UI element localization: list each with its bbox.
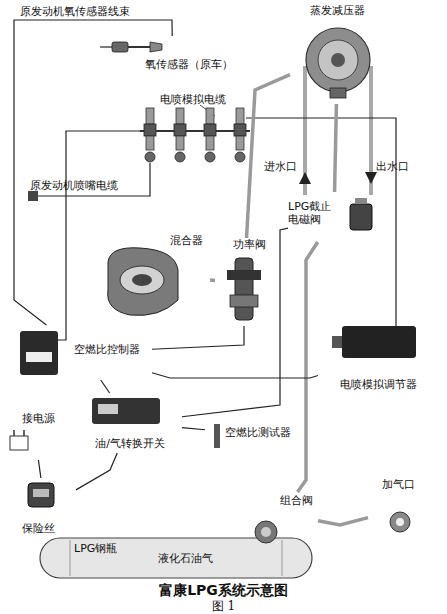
component-node: 混合器 xyxy=(98,232,210,322)
component-label: 氧传感器（原车） xyxy=(145,58,240,71)
switch-box xyxy=(92,398,160,424)
component-label: 空燃比控制器 xyxy=(74,343,152,356)
gas-pipe xyxy=(318,518,368,525)
component-node: 加气口 xyxy=(368,478,434,540)
component-label: 电喷模拟调节器 xyxy=(318,378,438,391)
gas-pipe xyxy=(298,242,318,492)
solenoid-cap xyxy=(355,198,367,204)
component-node: 油/气转换开关 xyxy=(78,393,182,453)
part-label: 电喷模拟电缆 xyxy=(160,93,250,106)
component-label: 功率阀 xyxy=(233,238,273,251)
tank-band xyxy=(70,540,282,576)
valve-body xyxy=(235,258,253,320)
gas-pipe xyxy=(210,278,215,282)
signal-wire xyxy=(76,453,117,490)
sensor-body xyxy=(112,42,128,52)
signal-wire xyxy=(182,228,288,417)
regulator-fitting xyxy=(330,88,346,98)
valve-symbol xyxy=(255,521,277,543)
component-node: 蒸发减压器 xyxy=(290,4,385,104)
gas-pipe xyxy=(247,75,290,238)
connector-layer xyxy=(14,20,368,525)
controller-box xyxy=(20,331,58,375)
mixer-body xyxy=(108,248,178,316)
component-label: 组合阀 xyxy=(280,494,318,507)
part-label: 原发动机氧传感器线束 xyxy=(20,5,150,18)
component-node: 氧传感器（原车） xyxy=(105,36,240,78)
fuse-window xyxy=(33,489,49,497)
part-label: 出水口 xyxy=(376,160,414,173)
mixer-throat xyxy=(120,266,164,294)
sensor-tip xyxy=(150,42,162,52)
injector-symbol xyxy=(204,108,216,162)
part-label: 原发动机喷嘴电缆 xyxy=(30,179,140,192)
part-label: 进水口 xyxy=(264,160,302,173)
component-node: 电喷模拟调节器 xyxy=(318,318,438,396)
component-node: LPG截止电磁阀 xyxy=(288,192,380,242)
component-node: 功率阀 xyxy=(215,238,273,326)
mixer-core xyxy=(132,274,152,286)
probe-symbol xyxy=(214,424,220,448)
signal-wire xyxy=(152,373,318,378)
controller-display xyxy=(26,352,52,362)
emulator-tab xyxy=(332,336,342,348)
component-label: 接电源 xyxy=(22,412,66,425)
component-label: LPG截止电磁阀 xyxy=(288,200,338,226)
sensor-stem xyxy=(128,46,150,48)
component-label: 油/气转换开关 xyxy=(78,437,182,450)
injector-symbol xyxy=(144,108,156,162)
injector-rail xyxy=(140,130,250,132)
signal-wire xyxy=(101,380,110,393)
component-label: 保险丝 xyxy=(22,522,72,535)
valve-flange xyxy=(230,295,258,307)
signal-wire xyxy=(182,428,205,430)
component-node: 空燃比控制器 xyxy=(12,325,152,380)
flow-arrow xyxy=(299,172,311,184)
valve-flange xyxy=(227,270,261,280)
regulator-body xyxy=(306,28,370,92)
component-node: 接电源 xyxy=(4,410,66,460)
emulator-box xyxy=(342,326,416,358)
component-label: 空燃比测试器 xyxy=(225,426,300,439)
injector-symbol xyxy=(174,108,186,162)
figure-caption: 图 1 xyxy=(0,598,447,614)
fuse-symbol xyxy=(28,483,54,507)
valve-center xyxy=(261,527,271,537)
component-node: 组合阀 xyxy=(246,492,318,536)
gas-pipe xyxy=(335,104,337,192)
component-label: 混合器 xyxy=(170,234,210,247)
plug-symbol xyxy=(10,436,28,450)
component-label: 液化石油气 xyxy=(158,552,238,565)
regulator-cover xyxy=(318,40,358,80)
flow-arrow xyxy=(365,172,377,184)
regulator-hub xyxy=(331,53,345,67)
component-label: LPG钢瓶 xyxy=(74,542,134,555)
component-node: 空燃比测试器 xyxy=(205,418,300,450)
plug-prong xyxy=(14,430,24,436)
component-label: 加气口 xyxy=(382,478,432,491)
cable-connector xyxy=(28,191,38,201)
signal-wire xyxy=(152,326,244,349)
component-node: LPG钢瓶液化石油气 xyxy=(38,536,318,580)
figure-title: 富康LPG系统示意图 xyxy=(0,582,447,600)
filler-center xyxy=(396,518,404,526)
emulator-cable xyxy=(246,118,396,326)
injector-symbol xyxy=(234,108,246,162)
component-label: 蒸发减压器 xyxy=(295,4,380,17)
solenoid-body xyxy=(350,204,372,230)
component-node: 保险丝 xyxy=(14,478,76,538)
switch-button xyxy=(98,404,118,414)
tank-body xyxy=(40,538,312,578)
sensor-wire xyxy=(100,46,112,47)
filler-symbol xyxy=(390,512,410,532)
signal-wire xyxy=(38,460,40,478)
